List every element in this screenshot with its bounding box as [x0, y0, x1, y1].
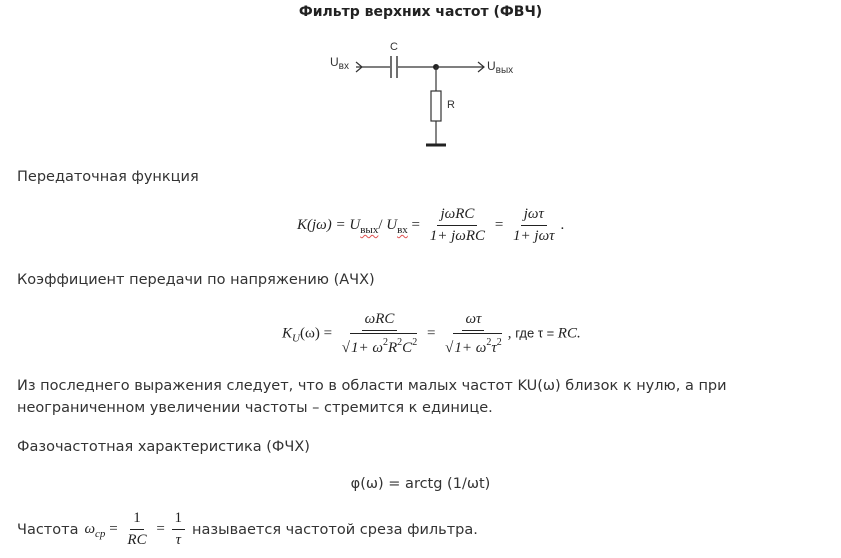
eq2-k-sub: U: [292, 332, 300, 345]
eq1-u-in: U: [386, 216, 398, 233]
output-arrow: [477, 61, 485, 73]
phase-heading: Фазочастотная характеристика (ФЧХ): [17, 439, 310, 455]
eq2-k: K: [282, 325, 293, 342]
eq1-equals: =: [407, 216, 424, 233]
high-pass-filter-circuit: Uвх C Uвых R: [330, 41, 513, 147]
eq2-tail-rc: RC.: [557, 325, 581, 342]
eq2-separator: ,: [507, 325, 516, 342]
conclusion-paragraph: Из последнего выражения следует, что в о…: [17, 378, 727, 416]
eq2-fraction-1: ωRC√1+ ω2R2C2: [341, 311, 418, 356]
eq2-equals: =: [423, 325, 440, 342]
eq1-u-out: U: [349, 216, 361, 233]
gain-equation: KU(ω) = ωRC√1+ ω2R2C2 = ωτ√1+ ω2τ2, где …: [282, 311, 581, 357]
cutoff-prefix: Частота: [17, 521, 79, 538]
phase-equation: φ(ω) = arctg (1/ωt): [350, 476, 491, 492]
capacitor-label: C: [390, 41, 398, 53]
eq2-arg: (ω) =: [299, 325, 336, 342]
resistor-label: R: [447, 99, 455, 111]
page-title: Фильтр верхних частот (ФВЧ): [298, 4, 543, 20]
cutoff-omega-sub: ср: [95, 527, 106, 540]
eq1-slash: /: [378, 216, 387, 233]
transfer-function-heading: Передаточная функция: [17, 169, 199, 185]
cutoff-omega: ω: [84, 520, 96, 537]
eq1-lhs: K(jω) =: [297, 216, 350, 233]
output-voltage-label: Uвых: [487, 59, 513, 76]
input-voltage-label: Uвх: [330, 55, 349, 72]
cutoff-suffix: называется частотой среза фильтра.: [192, 521, 478, 538]
eq1-equals-2: =: [491, 216, 508, 233]
eq2-fraction-2: ωτ√1+ ω2τ2: [445, 311, 502, 356]
eq2-tail-text: где τ =: [515, 325, 558, 341]
eq1-u-in-sub: вх: [397, 223, 408, 236]
gain-heading: Коэффициент передачи по напряжению (АЧХ): [17, 272, 375, 288]
eq1-u-out-sub: вых: [360, 223, 379, 236]
resistor-body: [430, 90, 442, 122]
eq1-period: .: [560, 216, 565, 233]
